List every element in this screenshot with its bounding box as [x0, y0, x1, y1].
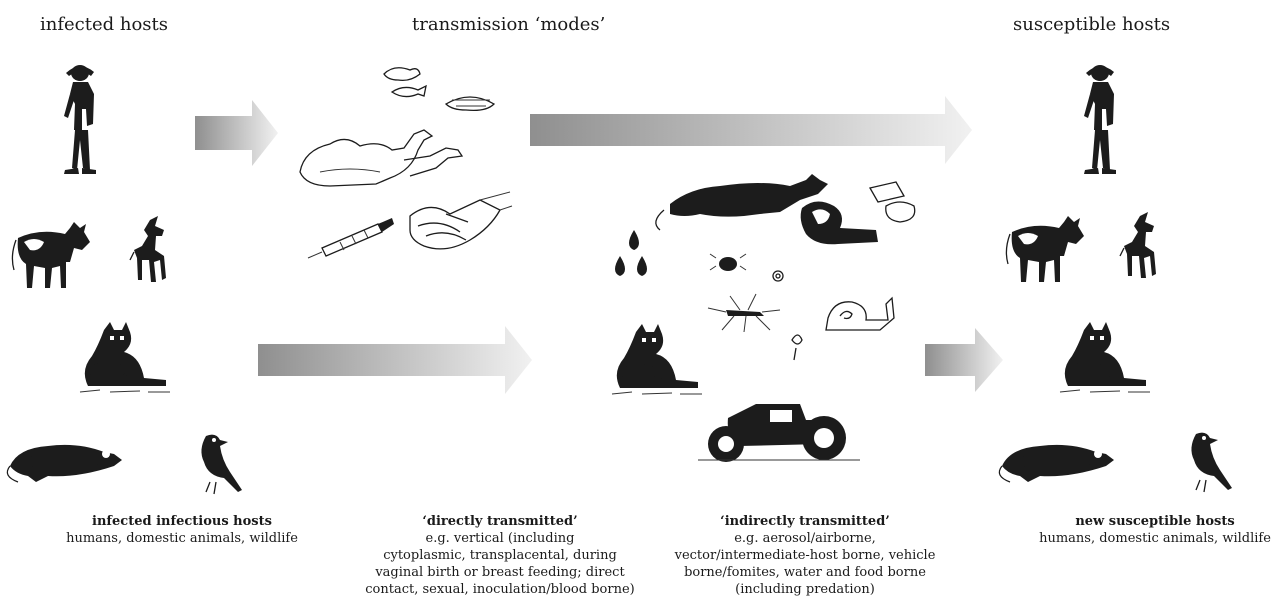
arrow-infected-to-indirect [258, 326, 532, 394]
caption-line: humans, domestic animals, wildlife [1039, 531, 1271, 546]
bird-icon [200, 434, 243, 495]
caption-line: contact, sexual, inoculation/blood borne… [365, 582, 635, 597]
caption-directly-transmitted: ‘directly transmitted’ e.g. vertical (in… [355, 513, 645, 598]
cat-icon [79, 321, 171, 393]
caption-line: humans, domestic animals, wildlife [66, 531, 298, 546]
caption-line: cytoplasmic, transplacental, during [383, 548, 617, 563]
header-susceptible-hosts: susceptible hosts [1013, 14, 1171, 35]
arrow-direct-to-susceptible [530, 96, 972, 164]
meat-icon [800, 201, 878, 245]
calf-icon [1005, 215, 1085, 283]
snail-icon [825, 296, 895, 331]
water-drop-icon [615, 230, 647, 276]
caption-line: e.g. vertical (including [425, 531, 575, 546]
caption-line: vector/intermediate-host borne, vehicle [674, 548, 936, 563]
tractor-icon [698, 404, 860, 462]
fox-icon [655, 174, 828, 231]
caption-title: infected infectious hosts [92, 514, 272, 529]
goat-icon [1119, 211, 1157, 279]
caption-line: e.g. aerosol/airborne, [734, 531, 876, 546]
arrow-infected-to-direct [195, 100, 278, 166]
bird-icon [1190, 432, 1233, 493]
header-infected-hosts: infected hosts [40, 14, 169, 35]
human-figure-icon [63, 64, 97, 175]
arrow-indirect-to-susceptible [925, 328, 1003, 392]
caption-title: new susceptible hosts [1075, 514, 1235, 529]
human-figure-icon [1083, 64, 1117, 175]
fish-icon [383, 67, 427, 98]
food-can-icon [869, 181, 916, 223]
caption-line: vaginal birth or breast feeding; direct [375, 565, 625, 580]
camel-icon [299, 129, 464, 187]
caption-susceptible-hosts: new susceptible hosts humans, domestic a… [1030, 513, 1280, 547]
calf-icon [11, 221, 91, 289]
caption-title: ‘indirectly transmitted’ [720, 514, 890, 529]
caption-indirectly-transmitted: ‘indirectly transmitted’ e.g. aerosol/ai… [655, 513, 955, 598]
rat-icon [6, 444, 123, 483]
cat-icon [611, 323, 703, 395]
rat-icon [998, 444, 1115, 483]
tick-icon [709, 253, 747, 271]
syringe-icon [307, 218, 394, 259]
header-transmission-modes: transmission ‘modes’ [412, 14, 606, 35]
worm-icon [772, 270, 784, 282]
mosquito-icon [707, 293, 781, 333]
shrimp-icon [444, 96, 496, 112]
caption-line: (including predation) [735, 582, 875, 597]
caption-infected-hosts: infected infectious hosts humans, domest… [62, 513, 302, 547]
goat-icon [129, 215, 167, 283]
cat-icon [1059, 321, 1151, 393]
caption-line: borne/fomites, water and food borne [684, 565, 926, 580]
fish-icon [791, 334, 803, 361]
handshake-icon [409, 191, 513, 250]
caption-title: ‘directly transmitted’ [422, 514, 578, 529]
